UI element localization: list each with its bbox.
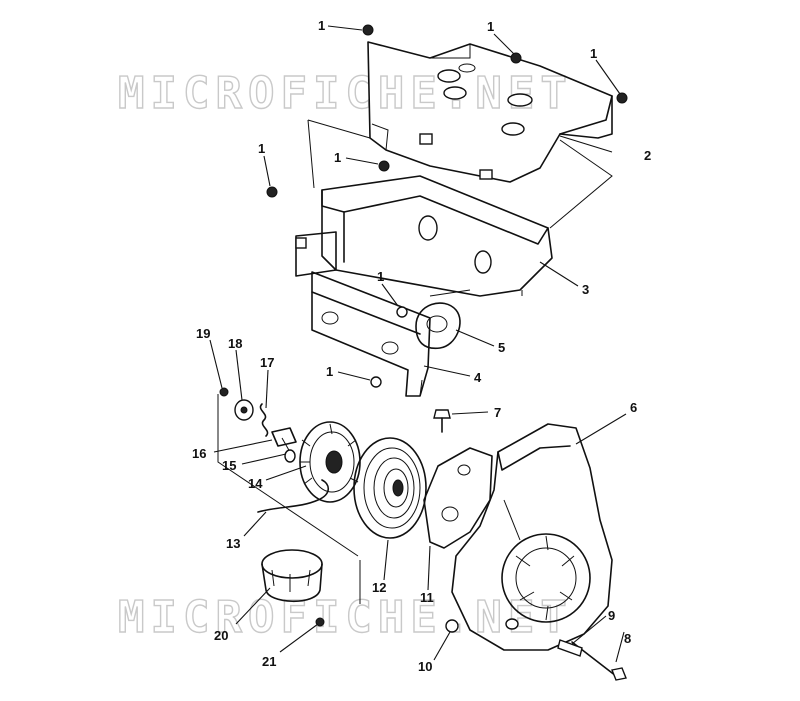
callout-1f: 1: [377, 269, 384, 284]
lower-housing-part-3: [295, 175, 553, 297]
callout-4: 4: [474, 370, 482, 385]
callout-16: 16: [192, 446, 206, 461]
nut-part-10: [445, 619, 459, 633]
bolt-part-7: [433, 409, 451, 433]
watermark-top: MICROFICHE.NET: [118, 68, 573, 119]
callout-19: 19: [196, 326, 210, 341]
recoil-cover-part-6: [451, 423, 613, 651]
clip-part-9: [557, 639, 583, 657]
callout-20: 20: [214, 628, 228, 643]
callout-18: 18: [228, 336, 242, 351]
pulley-part-14: [299, 421, 361, 503]
callout-8: 8: [624, 631, 631, 646]
callout-1c: 1: [590, 46, 597, 61]
assembly-lines: [217, 119, 613, 604]
pawl-plate-part-11: [423, 447, 493, 549]
leader-lines: [209, 25, 627, 663]
callout-7: 7: [494, 405, 501, 420]
bracket-part-4: [311, 271, 431, 397]
watermark-bottom: MICROFICHE.NET: [118, 592, 573, 643]
callout-3: 3: [582, 282, 589, 297]
callout-1e: 1: [258, 141, 265, 156]
callout-21: 21: [262, 654, 276, 669]
callout-9: 9: [608, 608, 615, 623]
callout-6: 6: [630, 400, 637, 415]
callout-14: 14: [248, 476, 263, 491]
rope-part-13: [257, 479, 330, 513]
callout-2: 2: [644, 148, 651, 163]
gasket-part-5: [415, 302, 461, 350]
callout-13: 13: [226, 536, 240, 551]
callout-1g: 1: [326, 364, 333, 379]
callout-10: 10: [418, 659, 432, 674]
callout-11: 11: [420, 590, 434, 605]
callout-15: 15: [222, 458, 236, 473]
callout-1a: 1: [318, 18, 325, 33]
upper-shroud-part-2: [367, 41, 613, 183]
fasteners-part-1: [266, 24, 628, 388]
recoil-spring-part-12: [353, 437, 427, 539]
callout-1d: 1: [334, 150, 341, 165]
callout-12: 12: [372, 580, 386, 595]
starter-cup-part-20: [261, 549, 323, 602]
small-hardware-parts-15-19: [219, 387, 297, 463]
callout-5: 5: [498, 340, 505, 355]
callout-17: 17: [260, 355, 274, 370]
callout-1b: 1: [487, 19, 494, 34]
